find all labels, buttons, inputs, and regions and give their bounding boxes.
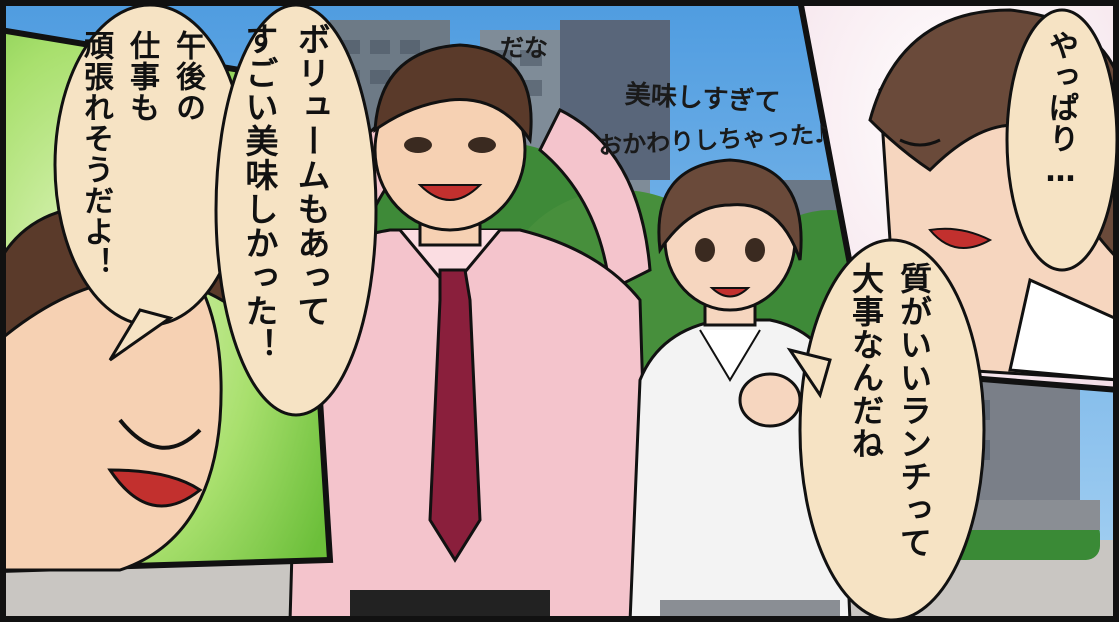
- man-center: [288, 43, 652, 622]
- bubble-right-woman: [1005, 8, 1119, 272]
- speech-bubbles: [53, 3, 1119, 622]
- speech-center-woman: 質がいいランチって 大事なんだね: [847, 262, 933, 559]
- bubble-center-man: [214, 3, 378, 417]
- woman-center: [628, 158, 852, 622]
- speech-right-woman: やっぱり…: [1043, 30, 1078, 190]
- bubble-center-woman: [798, 238, 986, 622]
- speech-left-man: 午後の 仕事も 頑張れそうだよ！: [78, 30, 205, 278]
- sfx-dana: だな: [500, 34, 548, 62]
- speech-center-man: ボリュームもあって すごい美味しかった！: [240, 22, 331, 362]
